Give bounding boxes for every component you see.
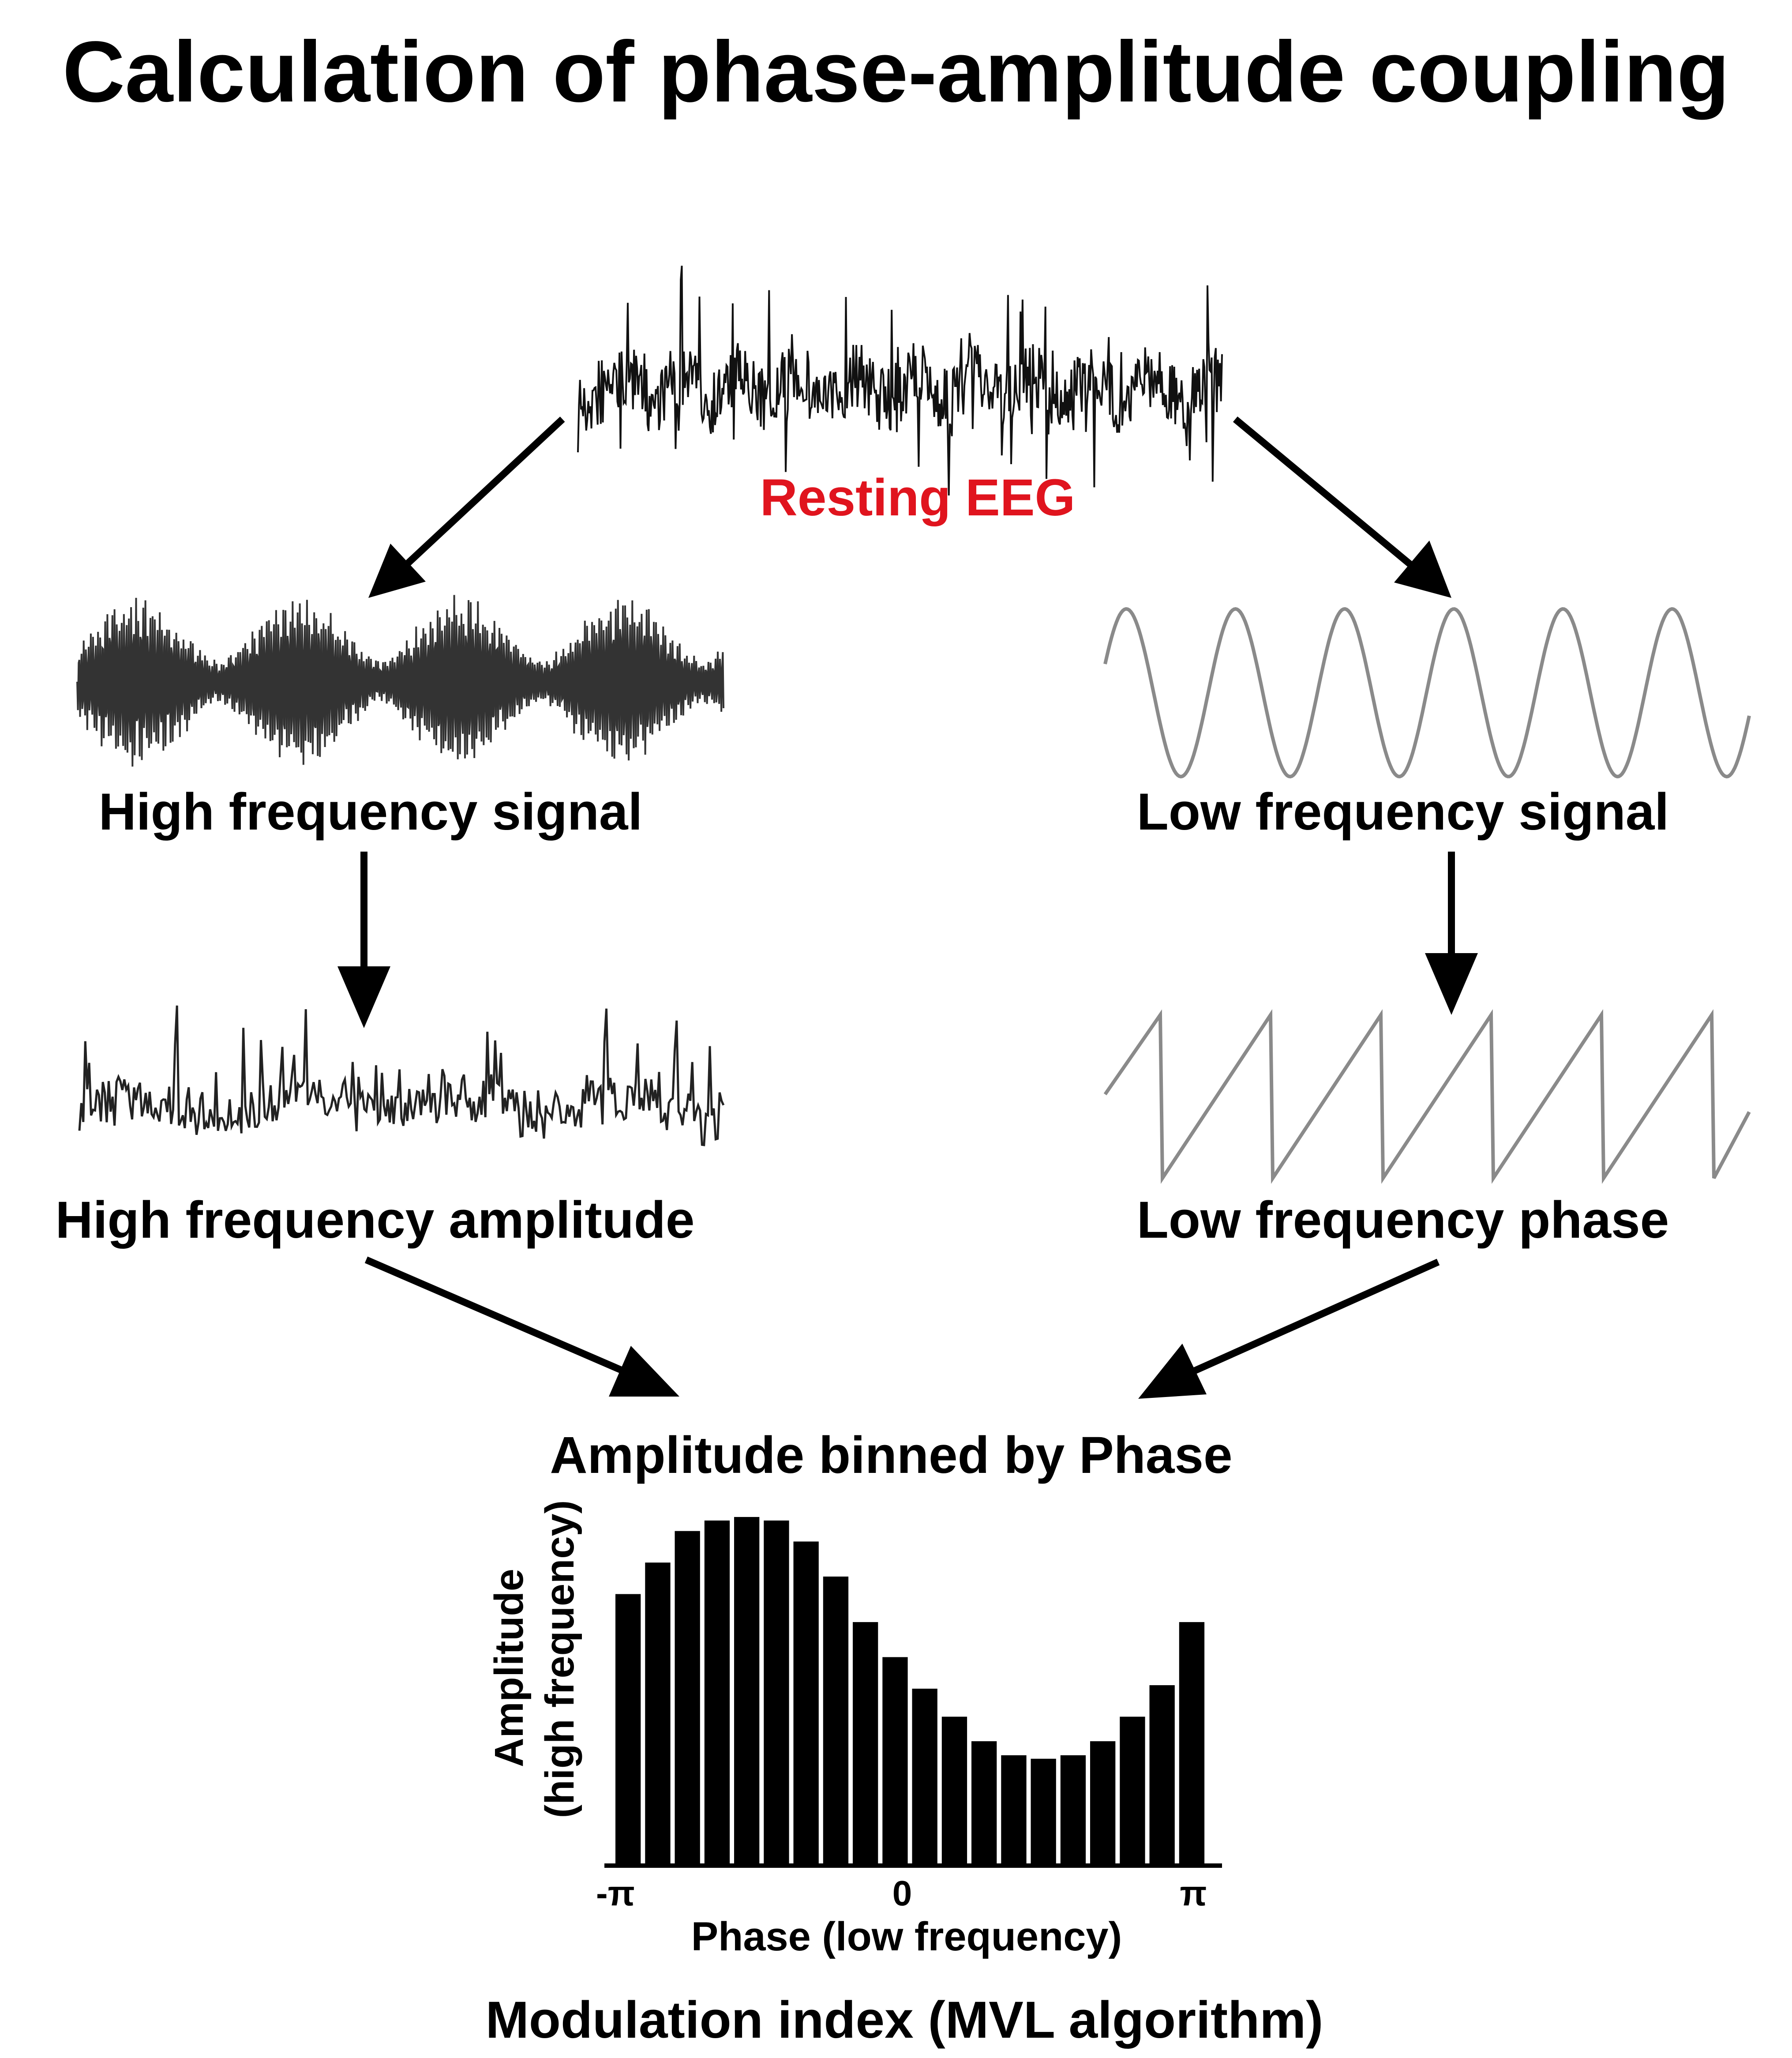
resting-eeg-label: Resting EEG: [760, 469, 1076, 527]
histogram-bar-17: [1090, 1741, 1116, 1864]
high-frequency-amplitude-waveform: [78, 1005, 725, 1146]
arrow-amplitude-to-binned: [364, 1256, 679, 1397]
histogram-bar-14: [1001, 1755, 1027, 1864]
histogram-bar-4: [704, 1520, 730, 1864]
histogram-bar-10: [882, 1657, 908, 1864]
histogram-bar-19: [1149, 1685, 1175, 1864]
histogram-y-axis-label-units: (high frequency): [537, 1500, 582, 1818]
modulation-index-label: Modulation index (MVL algorithm): [486, 1991, 1323, 2049]
histogram-bar-15: [1031, 1758, 1056, 1864]
histogram-bar-5: [734, 1517, 760, 1864]
histogram-bar-7: [793, 1541, 819, 1864]
histogram-bar-6: [764, 1520, 789, 1864]
histogram-bar-1: [615, 1594, 641, 1864]
histogram-bar-9: [853, 1622, 878, 1864]
arrow-eeg-to-low-signal: [1233, 416, 1451, 598]
xtick-label-neg-pi: -π: [596, 1874, 635, 1913]
phase-amplitude-histogram: [615, 1517, 1205, 1864]
arrow-high-signal-to-amplitude: [337, 852, 390, 1028]
histogram-bar-12: [941, 1716, 967, 1864]
arrow-phase-to-binned: [1138, 1258, 1440, 1399]
diagram-title: Calculation of phase-amplitude coupling: [63, 23, 1730, 120]
histogram-bar-8: [823, 1576, 849, 1864]
histogram-bar-2: [645, 1562, 671, 1864]
low-frequency-signal-waveform: [1103, 607, 1751, 779]
resting-eeg-waveform: [577, 266, 1223, 496]
amplitude-binned-by-phase-label: Amplitude binned by Phase: [550, 1426, 1232, 1484]
low-frequency-phase-label: Low frequency phase: [1137, 1191, 1669, 1249]
histogram-bar-13: [971, 1741, 997, 1864]
high-frequency-amplitude-label: High frequency amplitude: [56, 1191, 695, 1249]
histogram-bar-11: [912, 1689, 937, 1864]
xtick-label-zero: 0: [892, 1874, 912, 1913]
histogram-bar-18: [1120, 1716, 1145, 1864]
high-frequency-signal-label: High frequency signal: [99, 783, 643, 841]
histogram-x-axis-label: Phase (low frequency): [691, 1914, 1122, 1959]
histogram-y-axis-label: Amplitude: [487, 1569, 532, 1767]
histogram-bar-3: [675, 1531, 700, 1864]
histogram-bar-16: [1060, 1755, 1086, 1864]
low-frequency-signal-label: Low frequency signal: [1137, 783, 1669, 841]
arrow-eeg-to-high-signal: [368, 417, 565, 598]
histogram-bar-20: [1179, 1622, 1205, 1864]
low-frequency-phase-sawtooth: [1103, 1009, 1751, 1184]
xtick-label-pi: π: [1180, 1874, 1207, 1913]
arrow-low-signal-to-phase: [1425, 852, 1478, 1015]
high-frequency-signal-waveform: [76, 595, 724, 767]
